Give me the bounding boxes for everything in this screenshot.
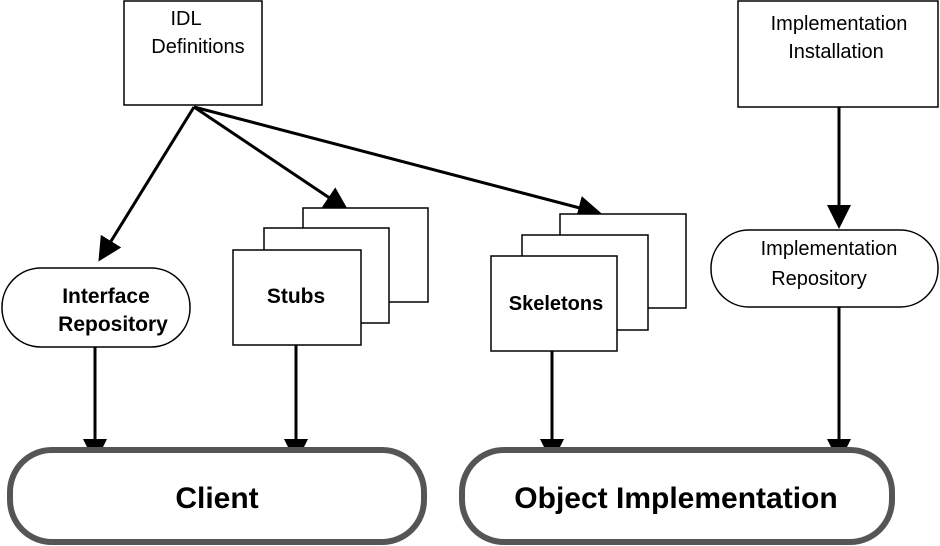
idl-definitions-node: IDL Definitions xyxy=(123,0,263,106)
interface-repository-label-line1: Interface xyxy=(62,285,150,308)
interface-repository-label-line2: Repository xyxy=(58,313,168,336)
stubs-label: Stubs xyxy=(267,285,325,308)
object-implementation-label: Object Implementation xyxy=(514,482,837,515)
idl-definitions-label-line2: Definitions xyxy=(151,36,244,58)
arrow-idl-to-stubs xyxy=(193,105,349,211)
implementation-repository-label-line2: Repository xyxy=(771,268,867,290)
implementation-repository-label-line1: Implementation xyxy=(761,238,898,260)
implementation-repository-node: Implementation Repository xyxy=(710,229,939,308)
stubs-page-front xyxy=(232,249,362,346)
arrow-idl-to-interface-repository xyxy=(98,106,196,262)
client-label: Client xyxy=(175,482,258,515)
skeletons-page-front xyxy=(490,255,618,352)
skeletons-label: Skeletons xyxy=(509,293,603,315)
object-implementation-node: Object Implementation xyxy=(459,447,895,545)
idl-definitions-label-line1: IDL xyxy=(170,8,201,30)
implementation-installation-label-line2: Installation xyxy=(788,41,884,63)
interface-repository-node: Interface Repository xyxy=(1,267,191,348)
stubs-node: Stubs xyxy=(232,207,429,346)
skeletons-node: Skeletons xyxy=(490,213,687,352)
implementation-installation-node: Implementation Installation xyxy=(737,0,939,108)
arrow-idl-to-skeletons xyxy=(193,105,602,220)
client-node: Client xyxy=(7,447,427,545)
implementation-installation-label-line1: Implementation xyxy=(771,13,908,35)
